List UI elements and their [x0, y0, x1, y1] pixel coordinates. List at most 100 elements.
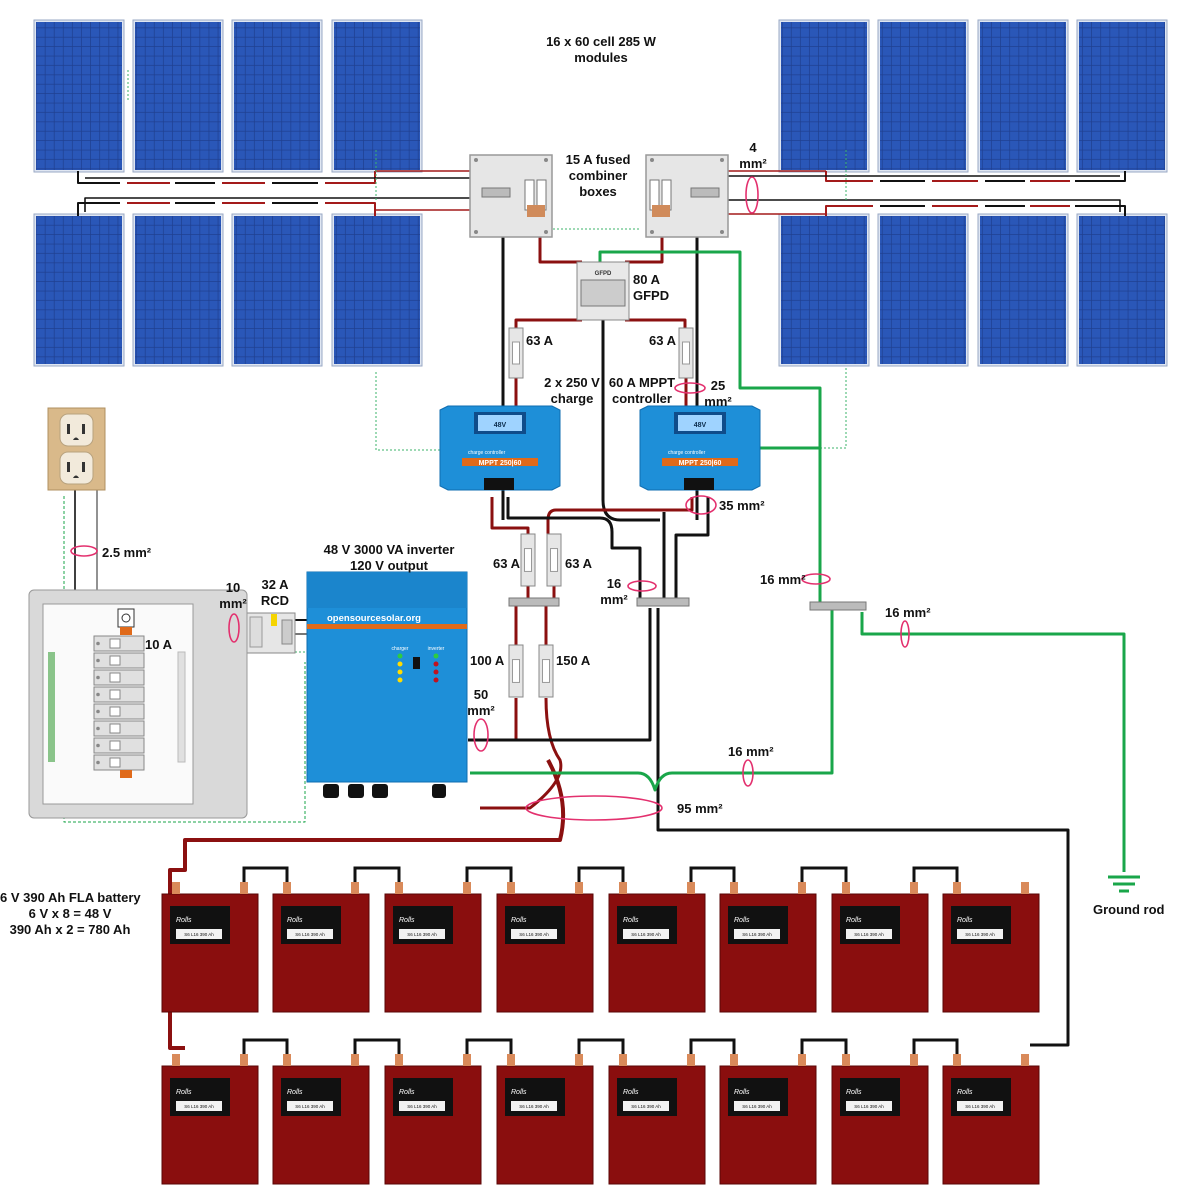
inverter-charger-label: charger: [392, 646, 409, 652]
battery-model: S6 L16 390 Ah: [295, 1104, 325, 1109]
panel-breaker: [93, 686, 145, 703]
mppt-sub-label: charge controller: [668, 450, 706, 456]
battery-model: S6 L16 390 Ah: [854, 932, 884, 937]
battery-brand: Rolls: [399, 917, 415, 924]
battery: Rolls S6 L16 390 Ah: [942, 882, 1040, 1013]
combiner-label-line1: 15 A fused: [565, 152, 631, 167]
inverter-brand: opensourcesolar.org: [327, 613, 421, 624]
inverter-title-line1: 48 V 3000 VA inverter: [323, 542, 455, 557]
ground-symbol-icon: [1108, 875, 1140, 893]
wire-25mm-label: 25 mm²: [703, 378, 733, 410]
battery-model: S6 L16 390 Ah: [631, 932, 661, 937]
mppt-display: 48V: [494, 422, 507, 429]
mppt-label-left-line1: 2 x 250 V: [544, 375, 600, 390]
duplex-outlet-icon: [47, 407, 106, 491]
panel-breaker: [93, 720, 145, 737]
battery-brand: Rolls: [846, 1089, 862, 1096]
battery-brand: Rolls: [957, 917, 973, 924]
battery-brand: Rolls: [287, 1089, 303, 1096]
solar-panel: [778, 19, 870, 173]
breaker-icon: [508, 327, 524, 379]
mppt-label-right-line2: controller: [612, 391, 672, 406]
breaker-150a-label: 150 A: [556, 653, 591, 668]
solar-panel: [977, 19, 1069, 173]
wire-10mm-line1: 10: [225, 580, 241, 595]
inverter-title-line2: 120 V output: [349, 558, 428, 573]
mppt-model-label: MPPT 250|60: [479, 460, 522, 467]
solar-panel-array: [33, 19, 1168, 367]
battery-info-label: 6 V 390 Ah FLA battery 6 V x 8 = 48 V 39…: [0, 890, 141, 938]
battery-info-line2: 6 V x 8 = 48 V: [28, 906, 112, 921]
bus-bars: [508, 597, 867, 611]
battery: Rolls S6 L16 390 Ah: [831, 1054, 929, 1185]
battery-brand: Rolls: [734, 917, 750, 924]
mppt-label-right: 60 A MPPT controller: [604, 375, 680, 407]
wire-10mm-line2: mm²: [219, 596, 247, 611]
battery-brand: Rolls: [176, 917, 192, 924]
wire-50mm-line2: mm²: [467, 703, 495, 718]
battery-brand: Rolls: [176, 1089, 192, 1096]
battery-info-line3: 390 Ah x 2 = 780 Ah: [9, 922, 131, 937]
wire-16mm-negative-line2: mm²: [600, 592, 628, 607]
breaker-icon: [520, 533, 536, 587]
panel-breaker: [93, 669, 145, 686]
wire-25mm-line2: mm²: [704, 394, 732, 409]
breaker-63a-right-label: 63 A: [649, 333, 676, 348]
wire-16mm-ground-label: 16 mm²: [760, 572, 806, 587]
battery-brand: Rolls: [511, 1089, 527, 1096]
battery: Rolls S6 L16 390 Ah: [719, 1054, 817, 1185]
battery-info-line1: 6 V 390 Ah FLA battery: [0, 890, 141, 905]
panel-breaker: [93, 703, 145, 720]
breaker-icon: [538, 644, 554, 698]
ac-breaker-panel: [28, 589, 248, 819]
wire-50mm-line1: 50: [473, 687, 489, 702]
wire-50mm-label: 50 mm²: [466, 687, 496, 719]
rcd-label-line2: RCD: [260, 593, 290, 608]
combiner-label: 15 A fused combiner boxes: [553, 152, 643, 200]
gfpd-plate-label: GFPD: [595, 271, 612, 277]
gfpd-breaker: GFPD: [576, 261, 630, 321]
solar-panel: [231, 213, 323, 367]
battery-model: S6 L16 390 Ah: [184, 932, 214, 937]
wire-4mm-line2: mm²: [739, 156, 767, 171]
battery-brand: Rolls: [734, 1089, 750, 1096]
battery-brand: Rolls: [623, 1089, 639, 1096]
breaker-icon: [678, 327, 694, 379]
gfpd-label: 80 A GFPD: [633, 272, 669, 304]
wire-16mm-inverter-label: 16 mm²: [728, 744, 774, 759]
panel-breaker: [93, 754, 145, 771]
solar-panel: [1076, 213, 1168, 367]
modules-label-line2: modules: [574, 50, 628, 65]
combiner-label-line3: boxes: [579, 184, 617, 199]
battery-model: S6 L16 390 Ah: [854, 1104, 884, 1109]
solar-panel: [33, 213, 125, 367]
breaker-icon: [508, 644, 524, 698]
combiner-box-right: [645, 154, 729, 238]
battery-model: S6 L16 390 Ah: [742, 1104, 772, 1109]
wire-4mm-line1: 4: [749, 140, 757, 155]
mppt-model-label: MPPT 250|60: [679, 460, 722, 467]
solar-panel: [132, 19, 224, 173]
mppt-label-left-line2: charge: [550, 391, 594, 406]
battery: Rolls S6 L16 390 Ah: [272, 1054, 370, 1185]
battery-brand: Rolls: [399, 1089, 415, 1096]
gfpd-label-line2: GFPD: [633, 288, 670, 303]
mppt-label-left: 2 x 250 V charge: [540, 375, 604, 407]
battery-model: S6 L16 390 Ah: [965, 932, 995, 937]
panel-breaker: [93, 737, 145, 754]
modules-label-line1: 16 x 60 cell 285 W: [546, 34, 656, 49]
bus-breaker-63a-right-label: 63 A: [565, 556, 592, 571]
battery-model: S6 L16 390 Ah: [295, 932, 325, 937]
battery-brand: Rolls: [957, 1089, 973, 1096]
breaker-100a-label: 100 A: [470, 653, 505, 668]
inverter: opensourcesolar.org charger inverter: [306, 571, 468, 798]
